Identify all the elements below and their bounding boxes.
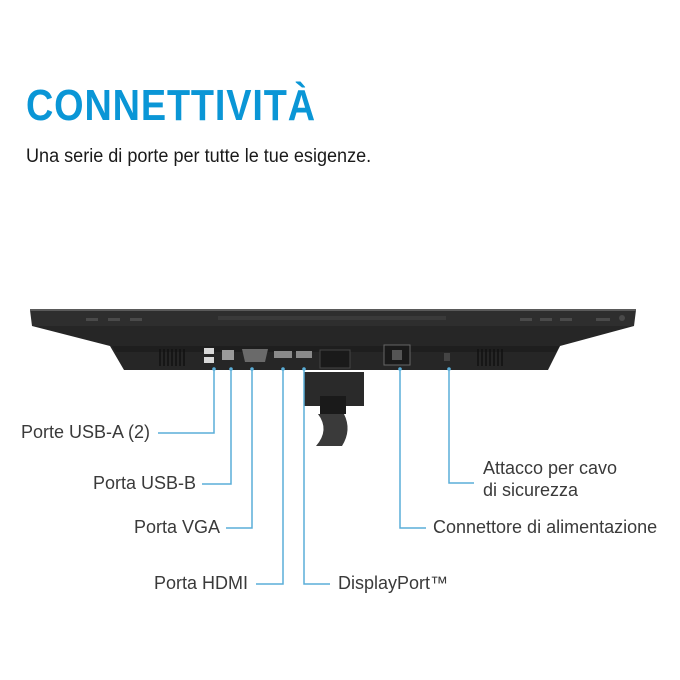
- bezel-markings: [86, 315, 625, 321]
- stand-neck-top: [319, 349, 351, 369]
- leader-displayport: [303, 369, 330, 585]
- hdmi-port: [274, 351, 292, 358]
- label-vga: Porta VGA: [133, 517, 220, 537]
- label-security-line2: di sicurezza: [483, 479, 579, 500]
- vent-right: [477, 349, 503, 366]
- displayport-port: [296, 351, 312, 358]
- page-title: CONNETTIVITÀ: [26, 81, 316, 130]
- monitor-top-highlight: [30, 309, 636, 311]
- usb-a-ports: [204, 348, 214, 363]
- leader-usb-a: [158, 369, 215, 434]
- label-hdmi: Porta HDMI: [153, 573, 248, 593]
- vent-left: [159, 349, 185, 366]
- leader-security: [448, 369, 474, 484]
- security-slot: [444, 353, 450, 361]
- leader-lines: [158, 369, 474, 585]
- leader-vga: [226, 369, 253, 529]
- leader-usb-b: [202, 369, 232, 485]
- label-displayport: DisplayPort™: [338, 573, 449, 593]
- label-usb-b: Porta USB-B: [92, 473, 196, 493]
- stand-foot: [316, 414, 348, 446]
- page-subtitle: Una serie di porte per tutte le tue esig…: [26, 146, 372, 167]
- usb-b-port: [222, 350, 234, 360]
- label-power: Connettore di alimentazione: [433, 517, 658, 537]
- label-usb-a: Porte USB-A (2): [20, 422, 150, 442]
- vga-port: [242, 349, 268, 362]
- leader-hdmi: [256, 369, 284, 585]
- label-security: Attacco per cavo di sicurezza: [483, 458, 617, 502]
- leader-power: [399, 369, 426, 529]
- label-security-line1: Attacco per cavo: [483, 458, 618, 478]
